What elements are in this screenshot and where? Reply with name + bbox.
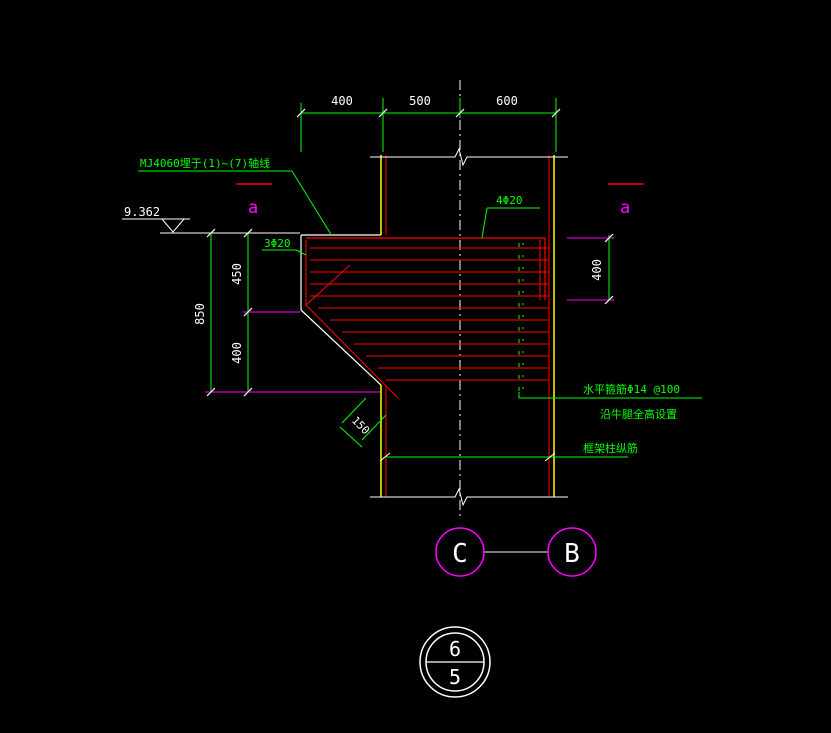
top-dimension-chain: 400 500 600	[296, 94, 561, 152]
section-mark-left: a	[248, 198, 258, 218]
dim-right: 400	[590, 259, 604, 281]
corbel-outline	[300, 234, 382, 386]
section-marks: a a	[236, 183, 644, 218]
axis-label-b: B	[564, 539, 580, 569]
dim-left-lower: 400	[230, 342, 244, 364]
rebar-group	[305, 237, 549, 399]
dim-top-3: 600	[496, 94, 518, 108]
dim-left-total: 850	[193, 303, 207, 325]
detail-number: 6	[449, 637, 461, 661]
section-mark-right: a	[620, 198, 630, 218]
left-dimension-chain: 850 450 400	[193, 228, 380, 397]
elevation-marker: 9.362	[122, 205, 300, 234]
elevation-value: 9.362	[124, 205, 160, 219]
dim-top-1: 400	[331, 94, 353, 108]
dim-top-2: 500	[409, 94, 431, 108]
column-outline	[370, 147, 568, 507]
label-column-bar: 框架柱纵筋	[583, 441, 638, 455]
label-stirrup-note: 沿牛腿全高设置	[600, 407, 677, 421]
label-embedded-part: MJ4060埋于(1)~(7)轴线	[140, 156, 270, 170]
axis-label-c: C	[452, 539, 468, 569]
label-stirrup: 水平箍筋Φ14 @100	[583, 382, 680, 396]
axis-bubbles: C B	[435, 527, 597, 577]
axis-bubble-c	[435, 527, 485, 577]
detail-symbol: 6 5	[419, 626, 491, 698]
label-corbel-bar: 3Φ20	[264, 237, 291, 250]
label-top-bar: 4Φ20	[496, 194, 523, 207]
dim-left-upper: 450	[230, 263, 244, 285]
right-dimension: 400	[567, 233, 614, 305]
chamfer-dimension: 150	[339, 397, 387, 448]
axis-bubble-b	[547, 527, 597, 577]
detail-sheet: 5	[449, 665, 461, 689]
annotations: MJ4060埋于(1)~(7)轴线 4Φ20 3Φ20 水平箍筋Φ14 @100…	[138, 156, 702, 462]
